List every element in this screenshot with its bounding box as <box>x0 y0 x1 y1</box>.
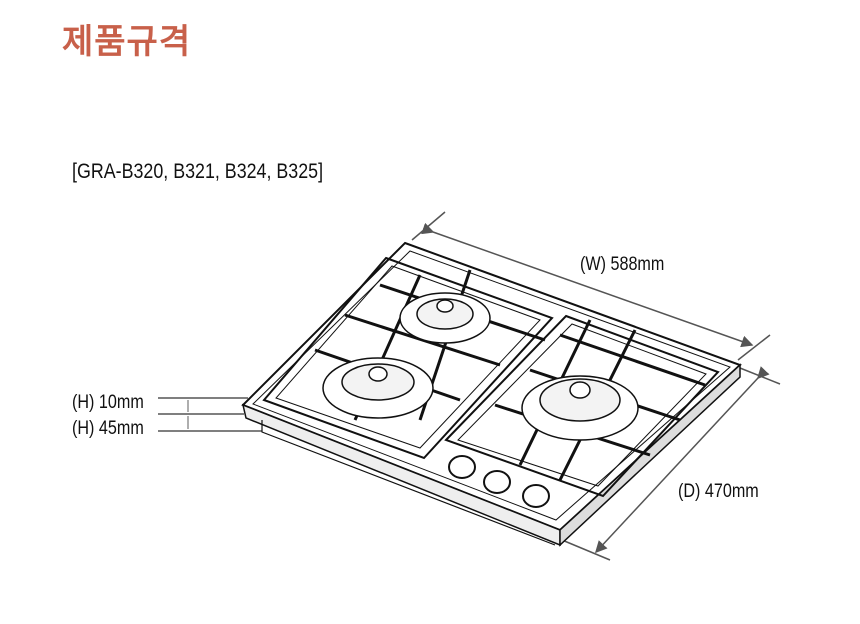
knob <box>448 455 476 479</box>
depth-dimension <box>561 366 781 561</box>
knob <box>522 484 550 508</box>
burner-back-left <box>399 292 491 344</box>
burner-front-left <box>322 357 434 419</box>
knob <box>483 470 511 494</box>
height-dimension <box>158 397 262 432</box>
width-dimension <box>411 211 771 361</box>
model-list: [GRA-B320, B321, B324, B325] <box>72 160 324 183</box>
burner-front-right <box>521 375 639 441</box>
height-body-label: (H) 45mm <box>72 418 144 439</box>
left-pan <box>262 256 554 460</box>
page-title: 제품규격 <box>62 22 192 62</box>
right-pan <box>444 314 720 498</box>
height-top-label: (H) 10mm <box>72 392 144 413</box>
control-knobs <box>448 455 550 508</box>
